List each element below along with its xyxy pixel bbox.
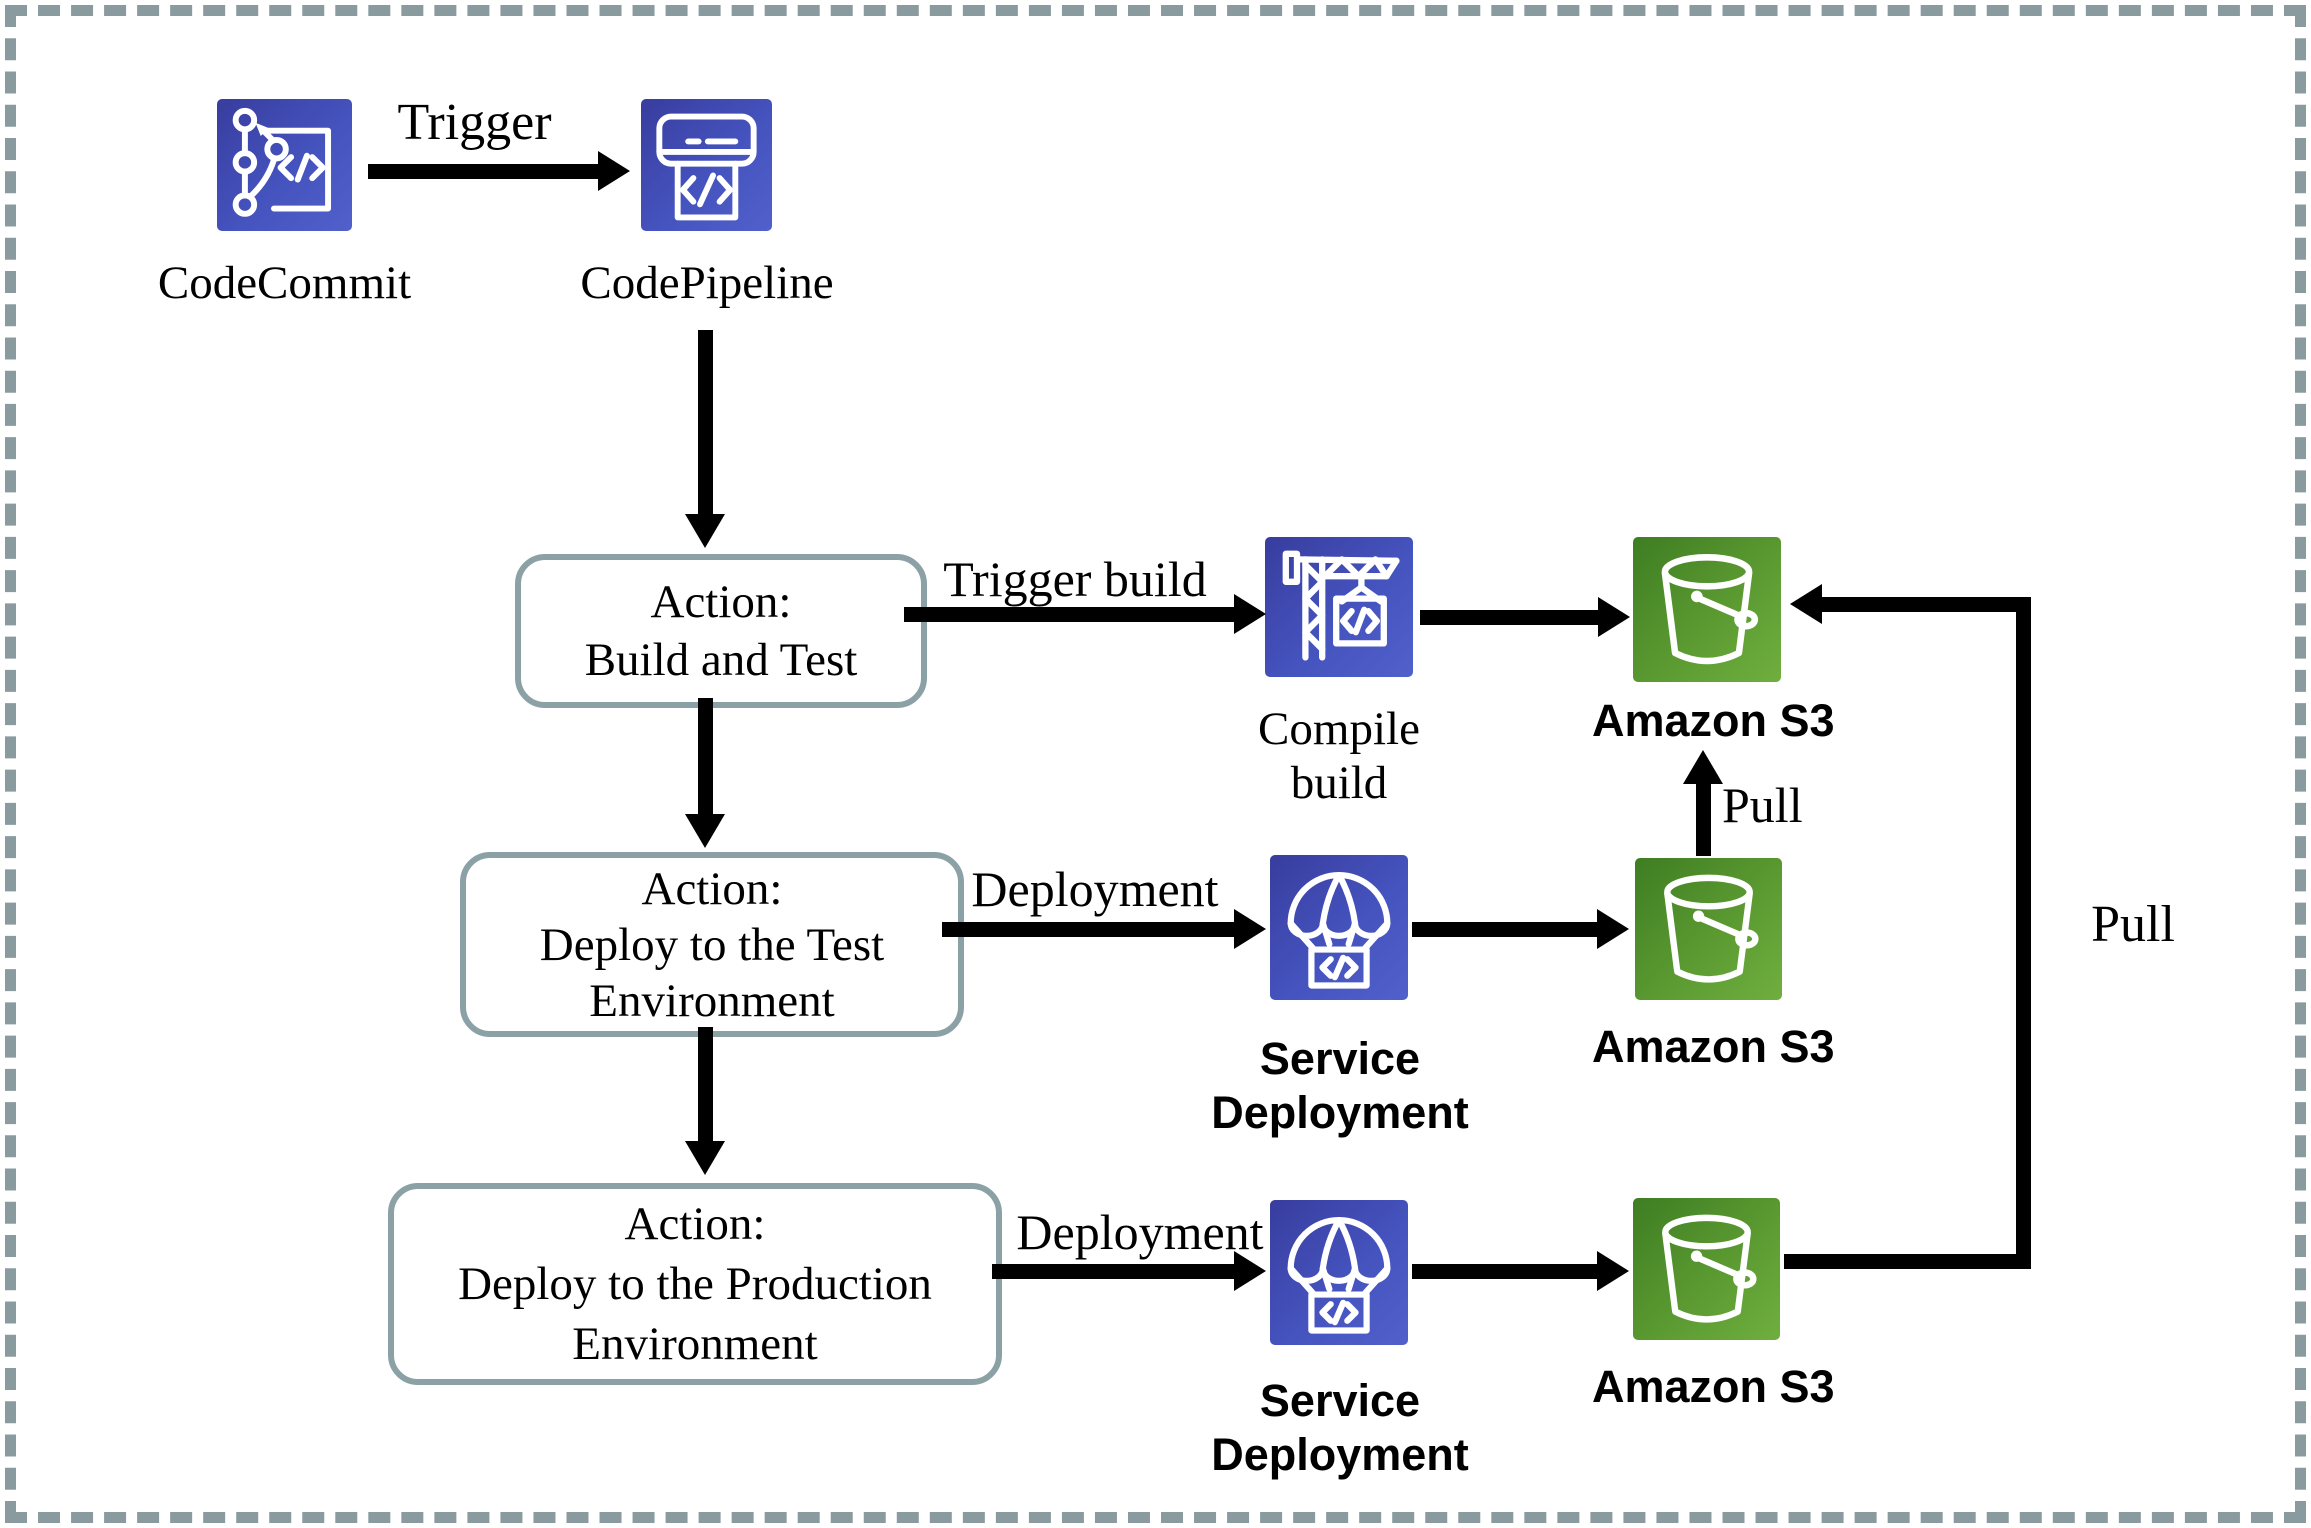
arrow-deployment-prod-head xyxy=(1234,1251,1266,1291)
arrow-service-s3-prod-shaft xyxy=(1412,1264,1597,1279)
codecommit-node xyxy=(217,99,352,231)
arrow-box2-box3-head xyxy=(685,1141,725,1175)
s3-prod-node xyxy=(1633,1198,1780,1340)
s3-top-label: Amazon S3 xyxy=(1592,695,1835,746)
arrow-trigger-shaft xyxy=(368,164,598,179)
build-crane-icon xyxy=(1282,550,1400,661)
dashed-border-frame xyxy=(5,5,2306,1523)
action-box-deploy-test: Action: Deploy to the Test Environment xyxy=(460,852,964,1037)
action-box-deploy-test-line3: Environment xyxy=(589,974,835,1027)
s3-test-label: Amazon S3 xyxy=(1592,1021,1835,1072)
arrow-pipeline-down-shaft xyxy=(698,330,713,514)
action-box-deploy-test-line1: Action: xyxy=(641,862,783,915)
arrow-box1-box2-head xyxy=(685,814,725,848)
codecommit-icon xyxy=(232,107,332,217)
codepipeline-icon xyxy=(656,113,757,221)
arrow-box1-box2-shaft xyxy=(698,698,713,814)
s3-bucket-icon xyxy=(1662,1214,1757,1323)
codepipeline-label: CodePipeline xyxy=(580,257,834,309)
arrow-trigger-build-shaft xyxy=(904,607,1234,622)
service-deployment-prod-node xyxy=(1270,1200,1408,1345)
s3-test-node xyxy=(1635,858,1782,1000)
arrow-service-s3-prod-head xyxy=(1597,1251,1629,1291)
arrow-pull-top-shaft xyxy=(1822,597,2031,612)
action-box-deploy-prod: Action: Deploy to the Production Environ… xyxy=(388,1183,1002,1385)
action-box-deploy-prod-line2: Deploy to the Production xyxy=(458,1258,932,1310)
service-deployment-prod-label-line2: Deployment xyxy=(1211,1429,1469,1480)
parachute-deploy-icon xyxy=(1287,871,1391,989)
parachute-deploy-icon xyxy=(1287,1216,1391,1334)
service-deployment-prod-label: Service Deployment xyxy=(1205,1374,1475,1482)
service-deployment-test-label-line2: Deployment xyxy=(1211,1087,1469,1138)
edge-label-pull-mid: Pull xyxy=(1722,777,1803,833)
service-deployment-test-label: Service Deployment xyxy=(1205,1032,1475,1140)
arrow-box2-box3-shaft xyxy=(698,1027,713,1141)
arrow-service-s3-test-head xyxy=(1597,909,1629,949)
pull-line-vertical-segment xyxy=(2016,597,2031,1269)
s3-bucket-icon xyxy=(1661,554,1759,665)
compile-build-node xyxy=(1265,537,1413,677)
arrow-compile-s3-head xyxy=(1598,597,1630,637)
service-deployment-test-label-line1: Service xyxy=(1259,1033,1421,1084)
arrow-deployment-test-shaft xyxy=(942,922,1234,937)
compile-build-label: Compile build xyxy=(1254,702,1424,810)
service-deployment-prod-label-line1: Service xyxy=(1259,1375,1421,1426)
action-box-build-line2: Build and Test xyxy=(584,634,858,686)
action-box-build-line1: Action: xyxy=(650,576,792,628)
action-box-deploy-prod-line1: Action: xyxy=(624,1198,766,1250)
edge-label-trigger-build: Trigger build xyxy=(943,551,1207,607)
pull-line-bottom-segment xyxy=(1784,1254,2031,1269)
edge-label-pull-right: Pull xyxy=(2091,896,2175,953)
action-box-deploy-prod-line3: Environment xyxy=(572,1318,818,1370)
action-box-build-and-test: Action: Build and Test xyxy=(515,554,927,708)
s3-top-node xyxy=(1633,537,1781,682)
arrow-pull-top-head xyxy=(1790,584,1822,624)
arrow-pull-mid-shaft xyxy=(1696,782,1711,856)
arrow-trigger-head xyxy=(598,151,630,191)
edge-label-trigger: Trigger xyxy=(397,94,552,151)
arrow-service-s3-test-shaft xyxy=(1412,922,1597,937)
service-deployment-test-node xyxy=(1270,855,1408,1000)
arrow-trigger-build-head xyxy=(1234,594,1266,634)
arrow-deployment-prod-shaft xyxy=(992,1264,1234,1279)
edge-label-deployment-prod: Deployment xyxy=(1016,1204,1264,1260)
arrow-compile-s3-shaft xyxy=(1420,610,1598,625)
edge-label-deployment-test: Deployment xyxy=(971,861,1219,917)
arrow-deployment-test-head xyxy=(1234,909,1266,949)
arrow-pull-mid-head xyxy=(1683,750,1723,784)
arrow-pipeline-down-head xyxy=(685,514,725,548)
s3-bucket-icon xyxy=(1664,874,1759,983)
codecommit-label: CodeCommit xyxy=(157,257,412,309)
compile-build-label-line1: Compile xyxy=(1258,703,1420,755)
compile-build-label-line2: build xyxy=(1290,757,1388,809)
action-box-deploy-test-line2: Deploy to the Test xyxy=(539,918,885,971)
s3-prod-label: Amazon S3 xyxy=(1592,1361,1835,1412)
codepipeline-node xyxy=(641,99,772,231)
